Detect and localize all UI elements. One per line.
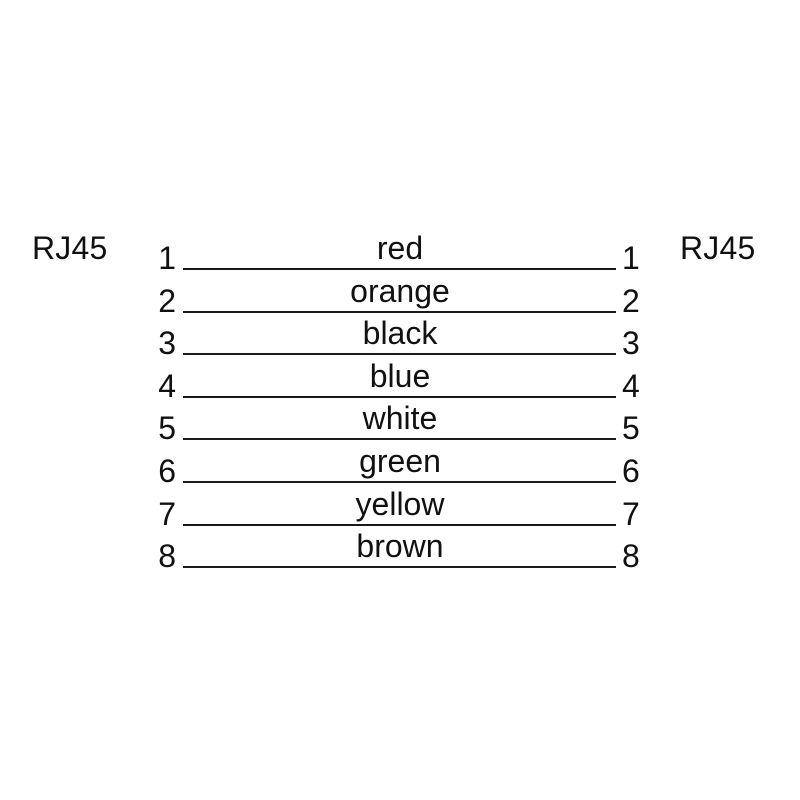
wire-conductor-line	[183, 310, 616, 313]
pin-number-left: 8	[158, 538, 176, 575]
pin-number-left: 1	[158, 240, 176, 276]
pin-number-left: 2	[158, 282, 176, 319]
wire-color-label: black	[362, 315, 438, 352]
wire-color-label: blue	[369, 357, 431, 394]
wire-conductor-line	[183, 523, 616, 526]
pin-number-right: 8	[622, 538, 640, 575]
wire-conductor-line	[183, 353, 616, 356]
pin-number-right: 1	[622, 240, 640, 276]
pin-number-right: 6	[622, 453, 640, 489]
wire-conductor-line	[183, 395, 616, 398]
wire-color-label: green	[359, 443, 441, 479]
wire-color-label: yellow	[355, 485, 445, 522]
wire-color-label: white	[362, 400, 438, 437]
pin-number-right: 7	[622, 495, 640, 532]
pin-number-right: 2	[622, 282, 640, 319]
pin-number-left: 6	[158, 453, 176, 489]
wire-conductor-line	[183, 481, 616, 483]
pin-number-left: 7	[158, 495, 176, 532]
pin-number-right: 4	[622, 367, 640, 404]
pin-number-left: 5	[158, 410, 176, 447]
pin-number-right: 3	[622, 325, 640, 362]
wire-color-label: red	[376, 230, 424, 266]
pin-number-right: 5	[622, 410, 640, 447]
connector-label-left: RJ45	[32, 230, 108, 266]
wire-color-label: orange	[350, 272, 450, 309]
wire-conductor-line	[183, 566, 616, 569]
wire-conductor-line	[183, 438, 616, 441]
wire-color-label: brown	[356, 528, 444, 565]
wire-conductor-line	[183, 268, 616, 270]
pin-number-left: 4	[158, 367, 176, 404]
connector-label-right: RJ45	[680, 230, 756, 266]
pin-number-left: 3	[158, 325, 176, 362]
